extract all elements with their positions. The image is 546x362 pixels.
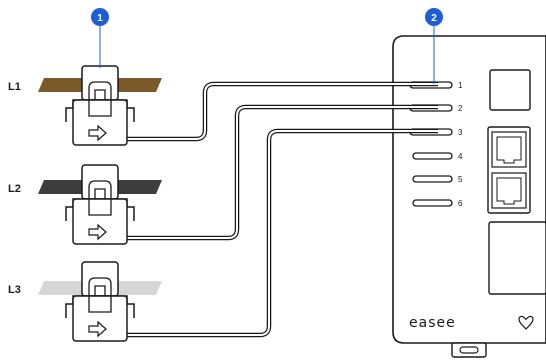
port-label-4: 4 [458, 152, 463, 161]
controller-device: easee [392, 35, 546, 358]
svg-text:2: 2 [431, 13, 437, 24]
port-label-3: 3 [458, 128, 463, 137]
port-label-1: 1 [458, 81, 463, 90]
callout-1: 1 [91, 8, 109, 68]
phase-label-l3: L3 [8, 284, 21, 296]
port-label-6: 6 [458, 199, 463, 208]
phase-label-l2: L2 [8, 183, 21, 195]
ethernet-port-icon [491, 131, 527, 168]
ct-clamp-l3 [65, 261, 135, 342]
svg-text:1: 1 [97, 13, 103, 24]
wires [125, 81, 438, 338]
heart-icon [518, 315, 534, 330]
port-label-2: 2 [458, 104, 463, 113]
ct-clamp-l1 [65, 65, 135, 146]
ethernet-port-icon [491, 172, 527, 209]
terminal-slots [409, 81, 453, 207]
phase-label-l1: L1 [8, 81, 21, 93]
ct-clamp-l2 [65, 164, 135, 245]
arrow-right-icon [88, 124, 107, 142]
arrow-right-icon [88, 320, 107, 338]
device-brand: easee [409, 315, 456, 331]
port-label-5: 5 [458, 175, 463, 184]
arrow-right-icon [88, 223, 107, 241]
callout-2: 2 [425, 8, 443, 84]
